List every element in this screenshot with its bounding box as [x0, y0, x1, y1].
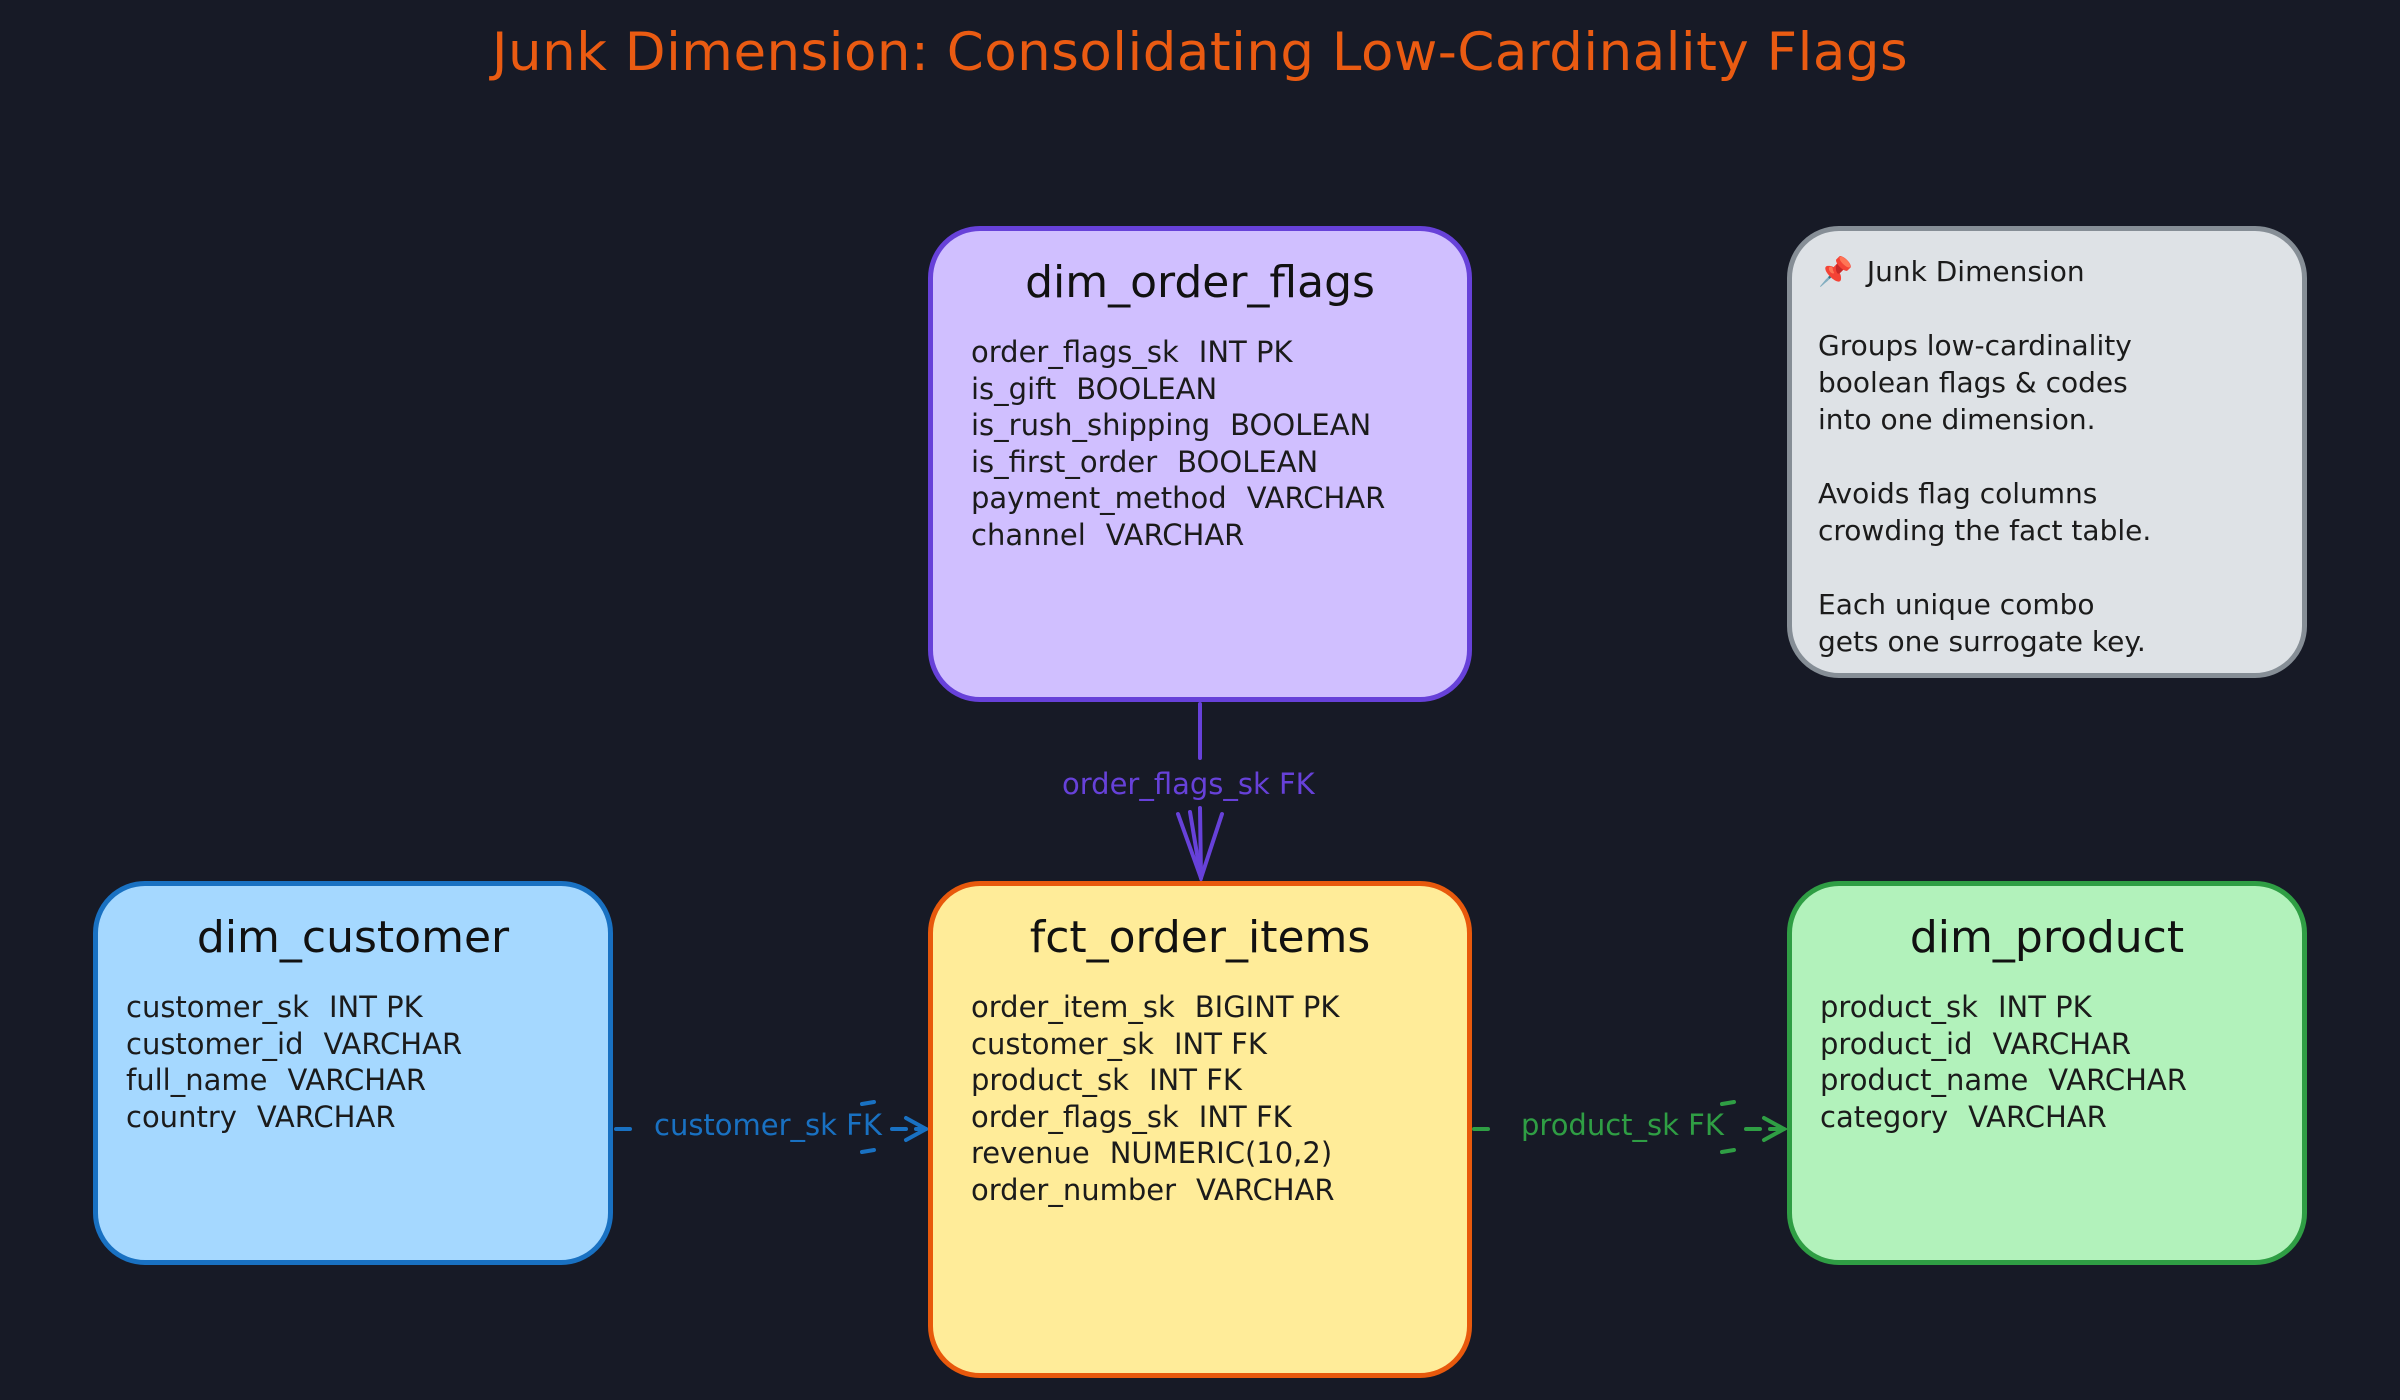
note-line: crowding the fact table.: [1818, 514, 2152, 547]
edge-customer: [614, 1100, 931, 1154]
diagram-title: Junk Dimension: Consolidating Low-Cardin…: [491, 22, 1909, 83]
pushpin-icon: 📌: [1818, 255, 1853, 288]
note-line: Each unique combo: [1818, 588, 2095, 621]
edge-product: [1472, 1100, 1789, 1154]
arrowhead-icon: [1762, 1116, 1789, 1142]
edge-label-order-flags: order_flags_sk FK: [1062, 767, 1315, 801]
note-line: boolean flags & codes: [1818, 366, 2128, 399]
note-paragraph: Avoids flag columns crowding the fact ta…: [1818, 475, 2276, 549]
table-name: dim_customer: [196, 912, 510, 963]
table-name: fct_order_items: [1029, 912, 1371, 963]
junk-dimension-note: 📌Junk Dimension Groups low-cardinality b…: [1787, 226, 2307, 678]
edge-label-customer: customer_sk FK: [654, 1108, 882, 1142]
edge-label-product: product_sk FK: [1521, 1108, 1724, 1142]
note-paragraph: Each unique combo gets one surrogate key…: [1818, 586, 2276, 660]
note-paragraph: Groups low-cardinality boolean flags & c…: [1818, 327, 2276, 438]
note-line: into one dimension.: [1818, 403, 2096, 436]
note-line: Avoids flag columns: [1818, 477, 2098, 510]
edge-order-flags: [1176, 702, 1224, 885]
note-line: gets one surrogate key.: [1818, 625, 2146, 658]
table-name: dim_product: [1909, 912, 2185, 963]
note-heading: 📌Junk Dimension: [1818, 255, 2085, 288]
note-line: Groups low-cardinality: [1818, 329, 2132, 362]
arrowhead-icon: [904, 1116, 931, 1142]
table-name: dim_order_flags: [1025, 257, 1375, 308]
